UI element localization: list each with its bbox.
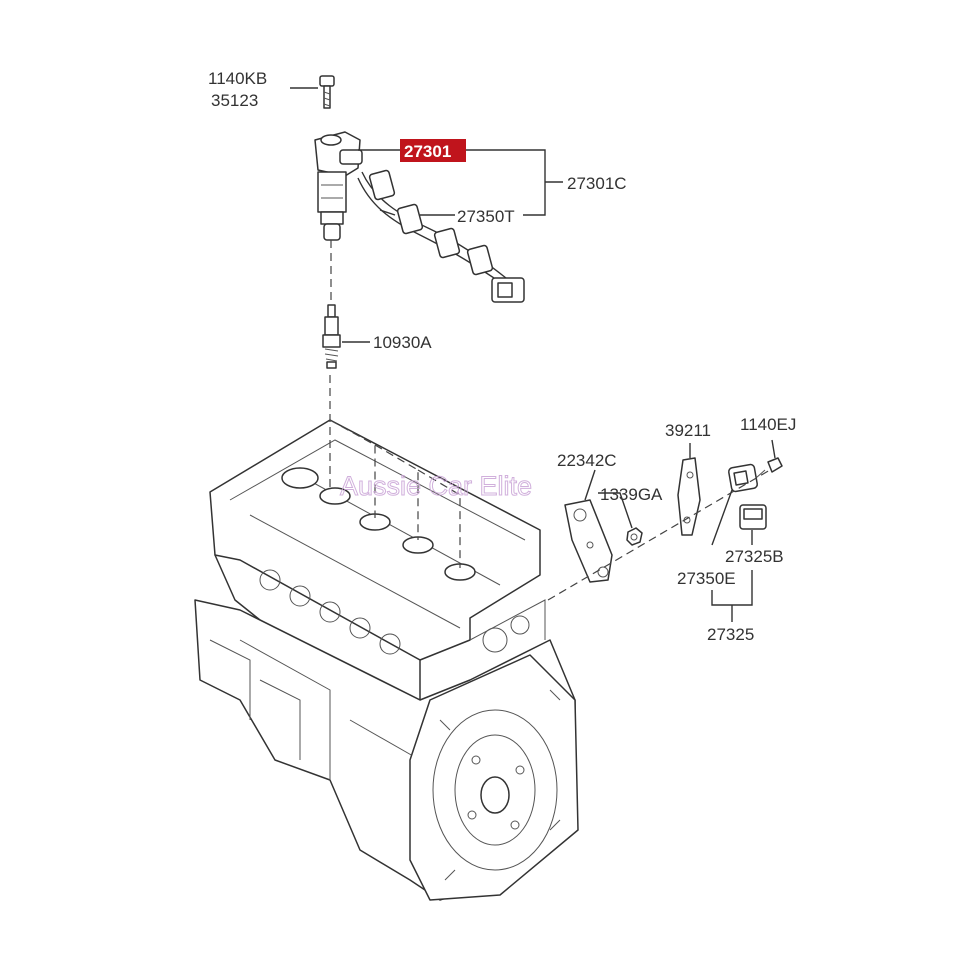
callout-39211: 39211 xyxy=(665,421,711,440)
callout-10930a: 10930A xyxy=(373,333,432,352)
engine-assembly xyxy=(194,375,579,901)
sensor-bolt-icon xyxy=(755,457,783,479)
callout-27325: 27325 xyxy=(707,625,754,644)
watermark: Aussie Car Elite xyxy=(340,471,532,501)
callout-1140kb: 1140KB xyxy=(208,69,267,88)
harness-connector-2 xyxy=(396,203,424,235)
callout-27325b: 27325B xyxy=(725,547,784,566)
callout-27301: 27301 xyxy=(404,142,451,161)
coil-bolt-icon xyxy=(319,75,335,109)
spark-plug xyxy=(322,240,341,369)
harness-connector-4 xyxy=(466,244,494,276)
harness-connector-1 xyxy=(368,169,396,201)
callout-27350t: 27350T xyxy=(457,207,515,226)
harness-main-connector xyxy=(491,277,525,303)
flywheel-housing xyxy=(409,654,579,901)
callout-1339ga: 1339GA xyxy=(600,485,663,504)
callout-27301c: 27301C xyxy=(567,174,627,193)
knock-sensor-icon xyxy=(727,463,759,493)
sensor-connector-icon xyxy=(739,504,767,530)
callout-labels: 1140KB 35123 27301 27301C 27350T 10930A … xyxy=(208,69,796,644)
harness-connector-3 xyxy=(433,227,461,259)
callout-1140ej: 1140EJ xyxy=(740,415,796,434)
nut-icon xyxy=(626,527,643,546)
highlight-box xyxy=(400,139,466,162)
coil-harness xyxy=(357,169,525,303)
leader-lines xyxy=(290,87,776,622)
callout-35123: 35123 xyxy=(211,91,258,110)
sensor-mount-bracket xyxy=(677,457,701,536)
sensor-bracket-plate xyxy=(564,499,613,583)
callout-22342c: 22342C xyxy=(557,451,617,470)
ignition-coil xyxy=(314,75,363,241)
callout-27350e: 27350E xyxy=(677,569,736,588)
